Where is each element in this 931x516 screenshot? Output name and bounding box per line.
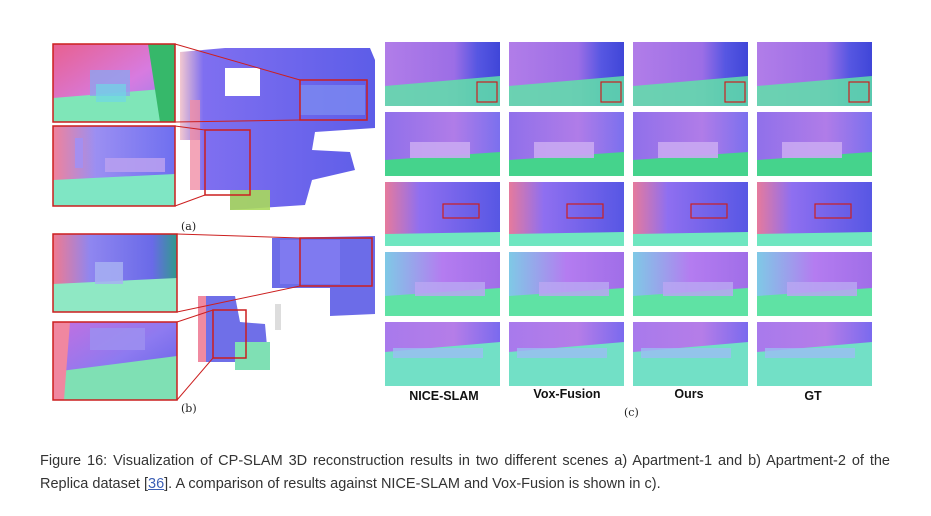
connector-lines-a — [174, 43, 301, 207]
comparison-cell-r3-c1 — [385, 182, 500, 246]
panel-c-grid — [385, 42, 881, 388]
panel-b — [50, 232, 390, 402]
comparison-cell-r4-c1 — [385, 252, 500, 316]
inset-b-top — [52, 233, 178, 313]
comparison-cell-r5-c3 — [633, 322, 748, 386]
comparison-cell-r4-c3 — [633, 252, 748, 316]
method-label-gt: GT — [804, 389, 822, 403]
comparison-cell-r5-c4 — [757, 322, 872, 386]
comparison-cell-r3-c4 — [757, 182, 872, 246]
comparison-cell-r2-c4 — [757, 112, 872, 176]
figure-caption: Figure 16: Visualization of CP-SLAM 3D r… — [40, 450, 890, 496]
comparison-cell-r4-c4 — [757, 252, 872, 316]
comparison-cell-r4-c2 — [509, 252, 624, 316]
comparison-cell-r5-c1 — [385, 322, 500, 386]
method-label-nice-slam: NICE-SLAM — [409, 389, 479, 403]
comparison-cell-r1-c1 — [385, 42, 500, 106]
subfigure-c-label: (c) — [624, 406, 639, 419]
comparison-cell-r3-c2 — [509, 182, 624, 246]
caption-text-start: Figure 16: Visualization of CP-SLAM 3D r… — [40, 453, 890, 492]
subfigure-b-label: (b) — [181, 402, 197, 415]
inset-b-bottom — [52, 321, 178, 401]
comparison-cell-r5-c2 — [509, 322, 624, 386]
comparison-cell-r1-c2 — [509, 42, 624, 106]
inset-a-bottom — [52, 125, 176, 207]
caption-text-end: ]. A comparison of results against NICE-… — [164, 476, 661, 492]
inset-a-top — [52, 43, 176, 123]
method-label-vox-fusion: Vox-Fusion — [533, 387, 601, 401]
apartment-1-map — [180, 48, 375, 210]
subfigure-a-label: (a) — [181, 220, 197, 233]
panel-a — [50, 40, 390, 230]
comparison-cell-r2-c2 — [509, 112, 624, 176]
comparison-cell-r3-c3 — [633, 182, 748, 246]
comparison-cell-r1-c3 — [633, 42, 748, 106]
comparison-cell-r1-c4 — [757, 42, 872, 106]
comparison-cell-r2-c1 — [385, 112, 500, 176]
method-label-ours: Ours — [674, 387, 704, 401]
citation-link[interactable]: 36 — [148, 476, 165, 492]
comparison-cell-r2-c3 — [633, 112, 748, 176]
apartment-2-map — [198, 236, 375, 370]
connector-lines-b — [176, 233, 301, 401]
